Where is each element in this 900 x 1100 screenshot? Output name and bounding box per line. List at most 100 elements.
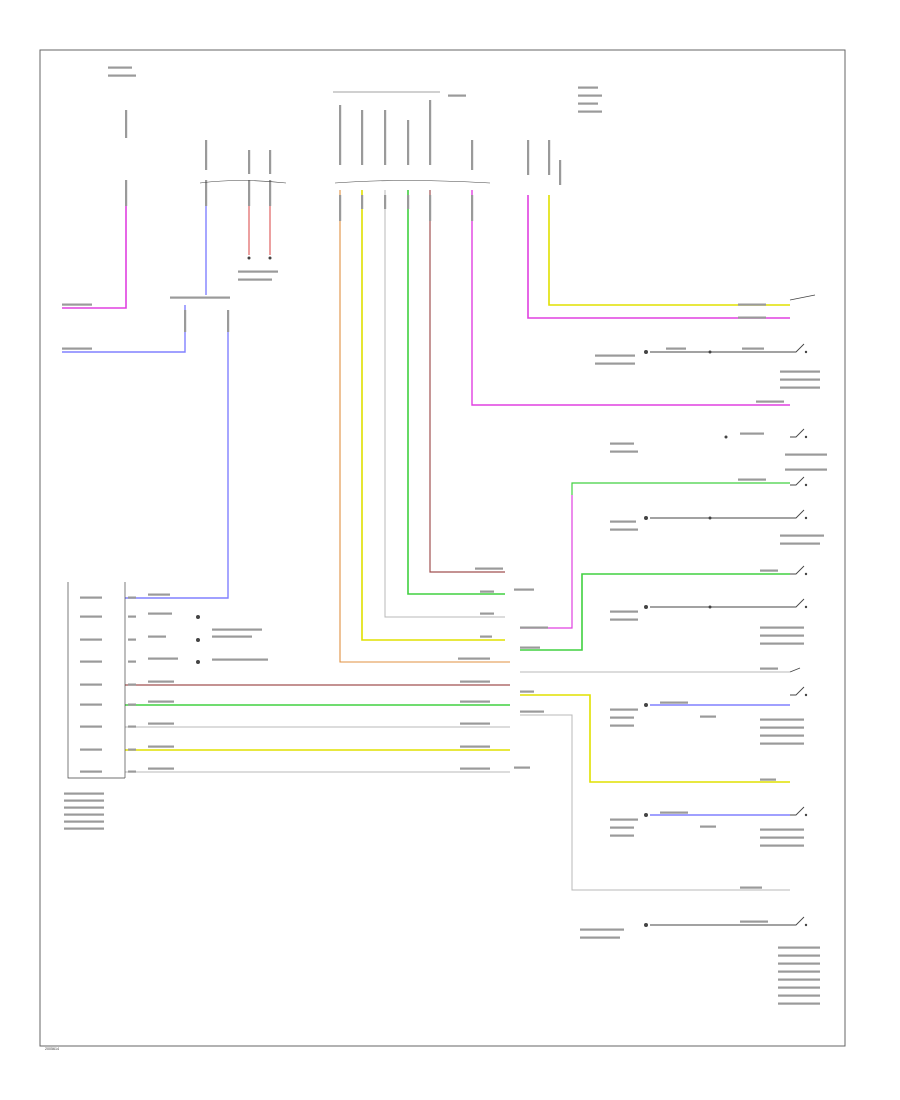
wire-green-right-a bbox=[571, 482, 790, 495]
switch-contact bbox=[804, 693, 808, 697]
component-label bbox=[778, 986, 820, 989]
switch-contact bbox=[804, 605, 808, 609]
pin-number bbox=[128, 615, 136, 618]
junction-dot bbox=[196, 660, 200, 664]
wire-label bbox=[742, 347, 764, 350]
wire-label bbox=[738, 303, 766, 306]
wire-label bbox=[520, 626, 548, 629]
wire-orange bbox=[339, 190, 510, 663]
module-outline bbox=[67, 582, 125, 779]
wire-brown-center bbox=[429, 190, 505, 573]
wire-label bbox=[548, 140, 551, 175]
wire-label bbox=[740, 920, 768, 923]
component-label bbox=[610, 708, 638, 711]
pin-number bbox=[128, 703, 136, 706]
wire-label bbox=[148, 680, 174, 683]
switch-right-4 bbox=[790, 509, 805, 519]
component-label bbox=[610, 618, 638, 621]
wire-label bbox=[471, 195, 474, 221]
component-label bbox=[578, 94, 602, 97]
wire-label bbox=[148, 700, 174, 703]
pin-label bbox=[80, 615, 102, 618]
wire-label bbox=[738, 316, 766, 319]
wire-label bbox=[361, 110, 364, 165]
pin-number bbox=[128, 660, 136, 663]
wire-pink-left bbox=[62, 190, 127, 309]
junction-dot bbox=[708, 516, 712, 520]
wire-label bbox=[205, 140, 208, 170]
wire-label bbox=[760, 778, 776, 781]
wire-label bbox=[760, 569, 778, 572]
switch-contact bbox=[804, 483, 808, 487]
wire-label bbox=[460, 767, 490, 770]
component-label bbox=[578, 102, 598, 105]
wire-label bbox=[248, 150, 251, 174]
connector-label bbox=[514, 766, 530, 769]
wire-label bbox=[660, 701, 688, 704]
component-label bbox=[595, 362, 635, 365]
switch-contact bbox=[804, 435, 808, 439]
component-label bbox=[610, 610, 638, 613]
junction-dot bbox=[724, 435, 728, 439]
junction-dot bbox=[644, 605, 648, 609]
wire-label bbox=[666, 347, 686, 350]
wire-label bbox=[148, 722, 174, 725]
component-label bbox=[238, 270, 278, 273]
wire-label bbox=[148, 635, 166, 638]
wire-label bbox=[740, 432, 764, 435]
wires bbox=[62, 190, 790, 926]
component-label bbox=[610, 520, 636, 523]
component-label bbox=[238, 278, 272, 281]
pin-label bbox=[80, 596, 102, 599]
switch-contact bbox=[804, 572, 808, 576]
components bbox=[62, 66, 827, 1005]
component-label bbox=[760, 844, 804, 847]
component-label bbox=[778, 954, 820, 957]
junction-dot bbox=[644, 350, 648, 354]
component-label bbox=[212, 635, 252, 638]
junction-dot bbox=[196, 638, 200, 642]
switch-right-3 bbox=[790, 476, 805, 486]
wire-gray-center bbox=[384, 190, 505, 618]
component-label bbox=[64, 799, 104, 802]
switch-contact bbox=[804, 516, 808, 520]
component-label bbox=[780, 542, 820, 545]
component-label bbox=[212, 628, 262, 631]
connector-label bbox=[269, 180, 272, 206]
pin-number bbox=[128, 596, 136, 599]
wire-label bbox=[62, 303, 92, 306]
component-label bbox=[64, 806, 104, 809]
wire-label bbox=[148, 612, 172, 615]
junction-dot bbox=[644, 923, 648, 927]
wire-green-center bbox=[407, 190, 505, 595]
component-label bbox=[780, 370, 820, 373]
connector-label bbox=[448, 94, 466, 97]
component-label bbox=[778, 1002, 820, 1005]
connector-label bbox=[514, 588, 534, 591]
wire-label bbox=[407, 195, 410, 209]
component-label bbox=[610, 826, 634, 829]
pin-number bbox=[128, 683, 136, 686]
pin-label bbox=[80, 638, 102, 641]
component-label bbox=[778, 978, 820, 981]
component-label bbox=[778, 970, 820, 973]
component-label bbox=[580, 936, 620, 939]
wire-violet-left bbox=[62, 305, 186, 353]
wire-pink-loop bbox=[520, 495, 573, 629]
connector-bracket bbox=[199, 180, 287, 184]
connector-label bbox=[205, 180, 208, 206]
component-label bbox=[760, 626, 804, 629]
switch-right-2 bbox=[790, 428, 805, 438]
wire-label bbox=[740, 886, 762, 889]
wire-label bbox=[660, 811, 688, 814]
wire-green-right-b bbox=[520, 573, 790, 651]
component-label bbox=[760, 734, 804, 737]
component-label bbox=[595, 354, 635, 357]
switch-right-7 bbox=[790, 686, 805, 696]
wire-yellow-loop bbox=[520, 694, 790, 783]
connector-label bbox=[170, 296, 230, 299]
switch-contact bbox=[804, 350, 808, 354]
switch-right-5 bbox=[790, 565, 805, 575]
switch-right-9 bbox=[790, 916, 805, 926]
component-label bbox=[785, 468, 827, 471]
